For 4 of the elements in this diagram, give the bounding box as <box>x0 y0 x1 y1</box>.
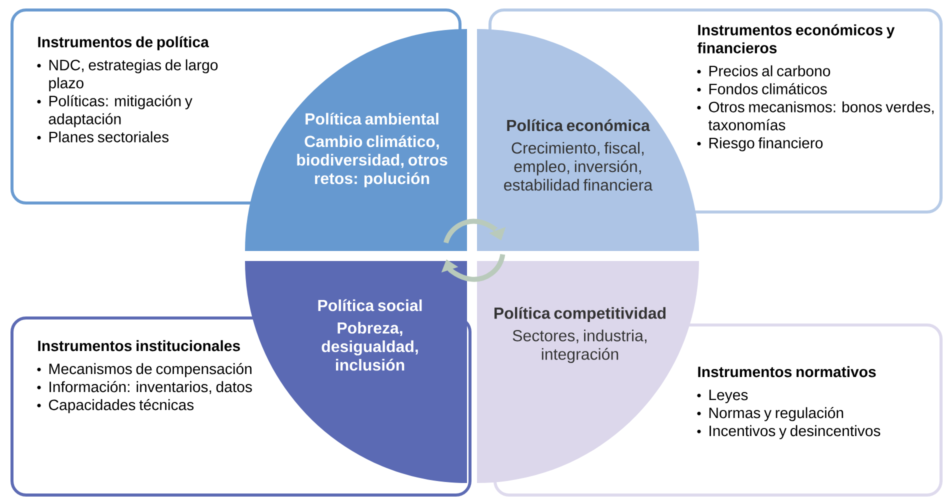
quadrant-sector: Política económica Crecimiento, fiscal, empleo, inversión, estabilidad financiera <box>477 29 699 251</box>
cycle-arrow <box>444 218 506 244</box>
quadrant-sector: Política competitividad Sectores, industria, integración <box>477 261 699 483</box>
quadrant-sector: Política ambiental Cambio climático, biodiversidad, otros retos: polución <box>245 29 467 251</box>
